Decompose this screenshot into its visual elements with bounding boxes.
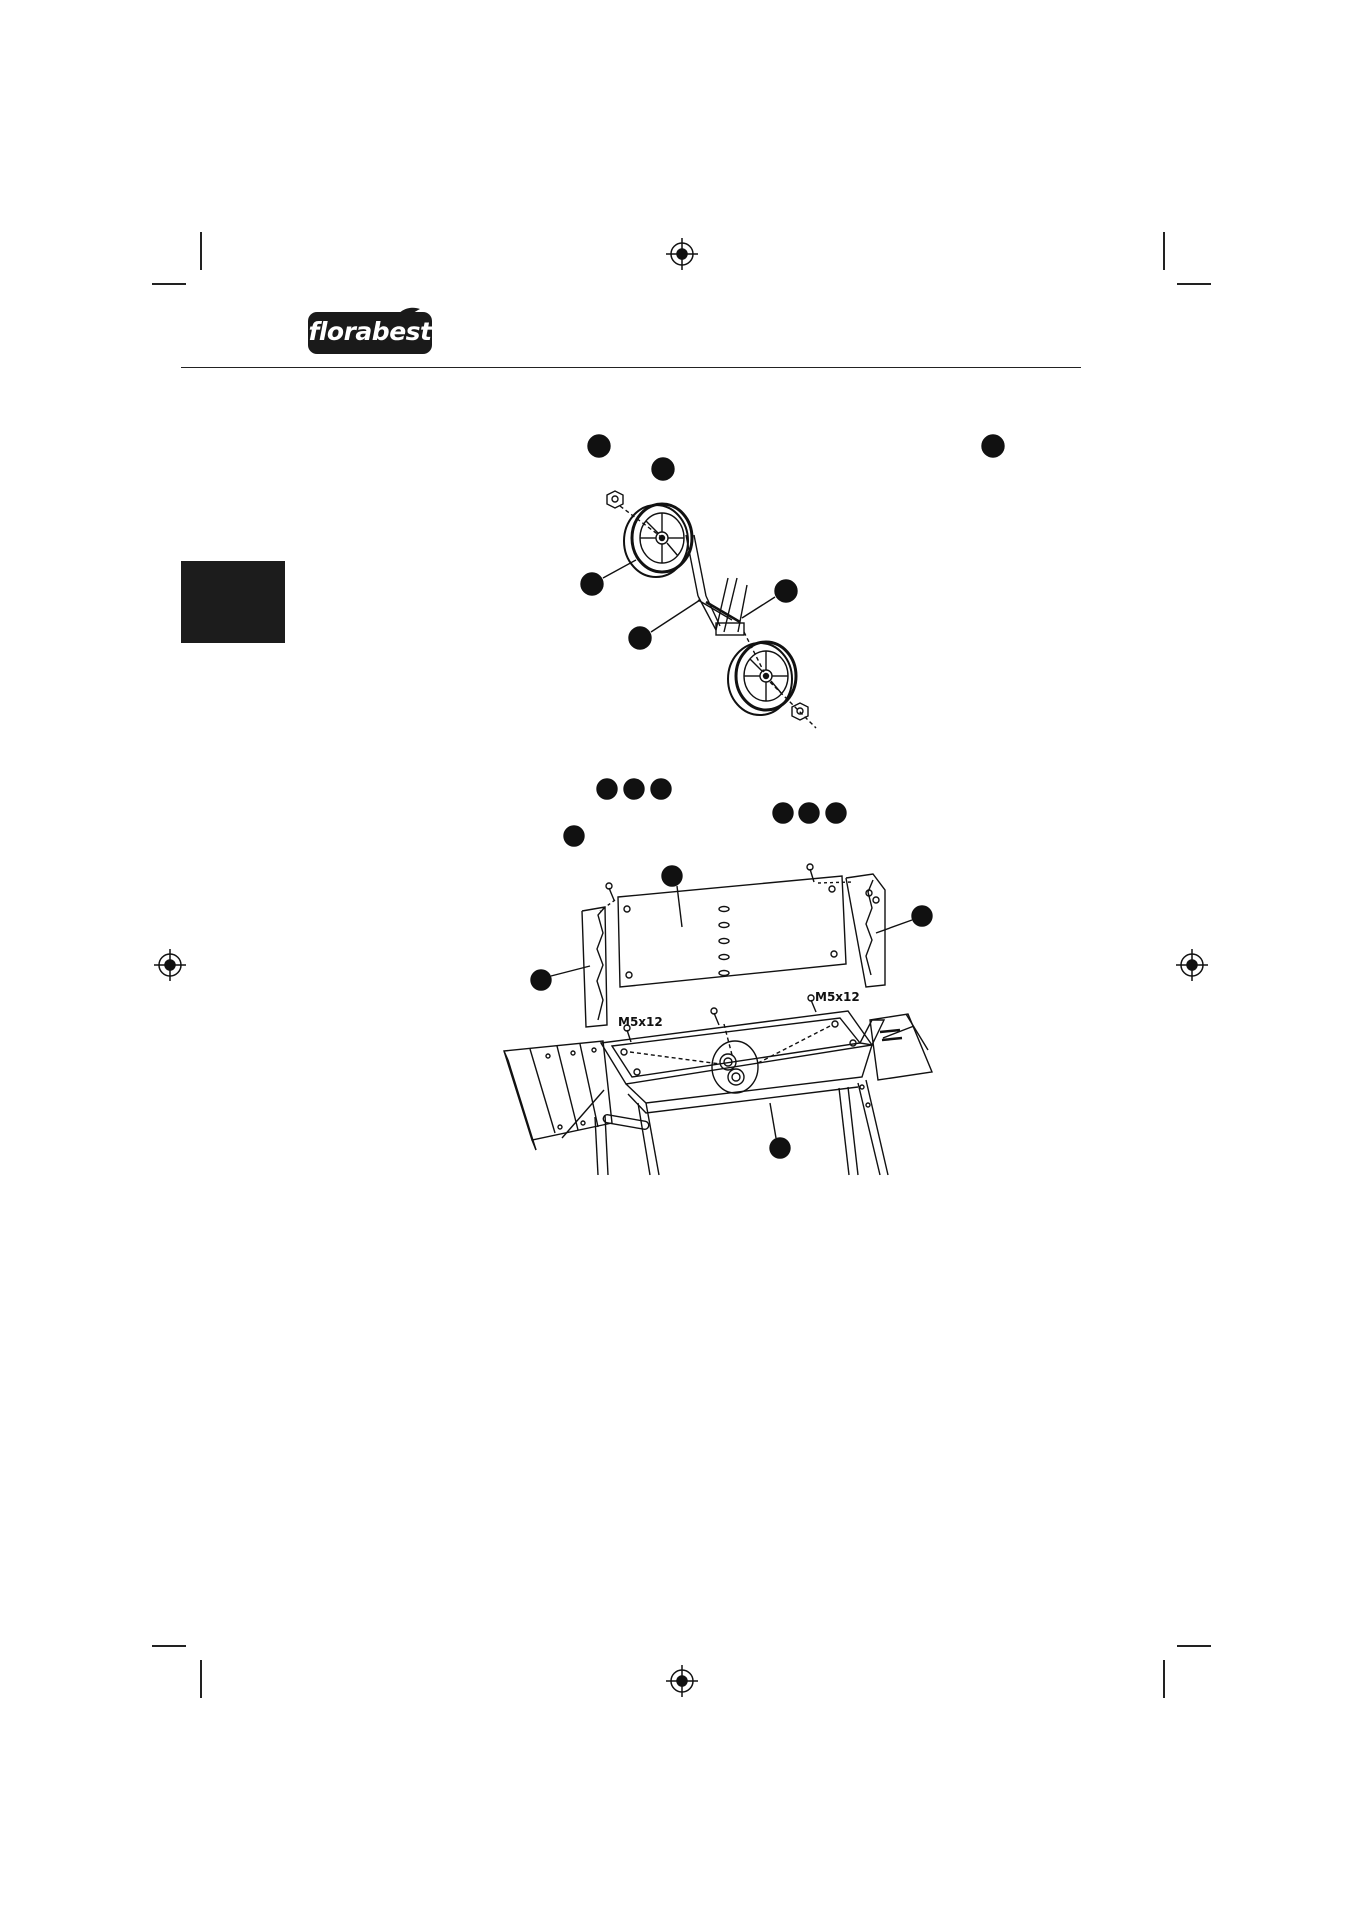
crop-mark bbox=[200, 1660, 202, 1698]
callout-dot bbox=[623, 778, 645, 800]
crop-mark bbox=[200, 232, 202, 270]
wheel-lower bbox=[727, 640, 798, 716]
crop-mark bbox=[1163, 232, 1165, 270]
callout-dot bbox=[563, 825, 585, 847]
crop-mark bbox=[1177, 1645, 1211, 1647]
callout-dot bbox=[911, 905, 933, 927]
brand-logo: florabest bbox=[308, 307, 432, 354]
back-panel bbox=[617, 875, 847, 988]
leaf-icon bbox=[394, 307, 420, 320]
frame-legs bbox=[685, 534, 748, 636]
crop-mark bbox=[152, 1645, 186, 1647]
handle bbox=[602, 1114, 650, 1130]
callout-dot bbox=[587, 434, 611, 458]
nut-upper bbox=[606, 490, 624, 509]
crop-mark bbox=[1177, 283, 1211, 285]
callout-dot bbox=[769, 1137, 791, 1159]
wheel-upper bbox=[623, 502, 694, 578]
callout-dot bbox=[774, 579, 798, 603]
screw-label-left: M5x12 bbox=[618, 1015, 663, 1029]
header-rule bbox=[181, 367, 1081, 368]
registration-mark-icon bbox=[666, 238, 698, 270]
frame-legs bbox=[594, 1044, 889, 1176]
callout-dot bbox=[825, 802, 847, 824]
callout-dot bbox=[651, 457, 675, 481]
callout-dot bbox=[580, 572, 604, 596]
screw-label-right: M5x12 bbox=[815, 990, 860, 1004]
callout-dot bbox=[596, 778, 618, 800]
callout-dot bbox=[772, 802, 794, 824]
callout-dot bbox=[981, 434, 1005, 458]
callout-dot bbox=[628, 626, 652, 650]
crop-mark bbox=[1163, 1660, 1165, 1698]
registration-mark-icon bbox=[1176, 949, 1208, 981]
registration-mark-icon bbox=[154, 949, 186, 981]
callout-dot bbox=[798, 802, 820, 824]
callout-dot bbox=[650, 778, 672, 800]
callout-dot bbox=[530, 969, 552, 991]
right-side-panel bbox=[845, 873, 886, 988]
crop-mark bbox=[152, 283, 186, 285]
callout-dot bbox=[661, 865, 683, 887]
registration-mark-icon bbox=[666, 1665, 698, 1697]
left-side-panel bbox=[581, 906, 608, 1028]
section-tab bbox=[181, 561, 285, 643]
nut-lower bbox=[791, 702, 809, 721]
brand-logo-text: florabest bbox=[308, 317, 432, 346]
